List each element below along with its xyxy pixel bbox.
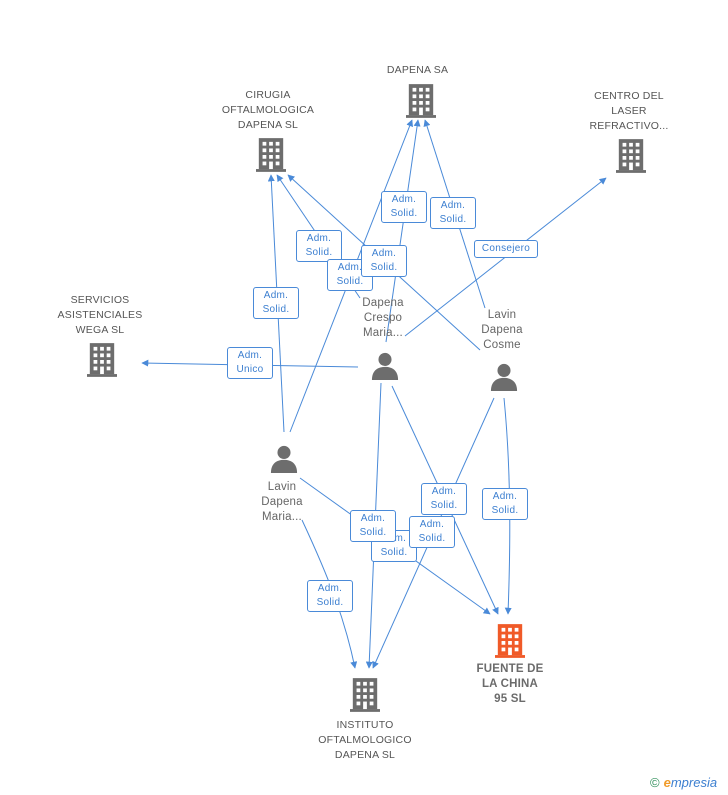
edge-label-adm-solid[interactable]: Adm.Solid.	[482, 488, 528, 520]
cirugia-building-icon[interactable]	[256, 138, 286, 172]
crespo-person-icon[interactable]	[371, 352, 399, 380]
node-lavin-maria[interactable]: Lavin Dapena Maria...	[261, 481, 303, 523]
lavinmaria-person-icon[interactable]	[270, 445, 298, 473]
edge-crespo-dapena	[385, 119, 421, 343]
node-servicios[interactable]: SERVICIOS ASISTENCIALES WEGA SL	[57, 294, 143, 336]
brand-e: e	[663, 775, 671, 790]
edge-label-adm-solid[interactable]: Adm.Solid.	[296, 230, 342, 262]
node-centro[interactable]: CENTRO DEL LASER REFRACTIVO...	[589, 90, 669, 132]
empresia-logo: ©empresia	[650, 775, 717, 790]
node-dapena-sa[interactable]: DAPENA SA	[386, 64, 449, 76]
edge-label-consejero[interactable]: Consejero	[474, 240, 538, 258]
edge-label-adm-solid[interactable]: Adm.Solid.	[361, 245, 407, 277]
edge-label-adm-solid[interactable]: Adm.Solid.	[307, 580, 353, 612]
servicios-building-icon[interactable]	[87, 343, 117, 377]
node-crespo[interactable]: Dapena Crespo Maria...	[362, 297, 404, 339]
edge-label-adm-solid[interactable]: Adm.Solid.	[430, 197, 476, 229]
node-cosme[interactable]: Lavin Dapena Cosme	[481, 309, 523, 351]
edge-label-adm-unico[interactable]: Adm.Unico	[227, 347, 273, 379]
node-instituto[interactable]: INSTITUTO OFTALMOLOGICO DAPENA SL	[318, 719, 412, 761]
edge-label-adm-solid[interactable]: Adm.Solid.	[350, 510, 396, 542]
edge-label-adm-solid[interactable]: Adm.Solid.	[381, 191, 427, 223]
edge-label-adm-solid[interactable]: Adm.Solid.	[409, 516, 455, 548]
edge-label-adm-solid[interactable]: Adm.Solid.	[253, 287, 299, 319]
fuente-building-icon[interactable]	[495, 624, 525, 658]
node-fuente[interactable]: FUENTE DE LA CHINA 95 SL	[476, 663, 544, 705]
edge-label-adm-solid[interactable]: Adm.Solid.	[421, 483, 467, 515]
instituto-building-icon[interactable]	[350, 678, 380, 712]
centro-building-icon[interactable]	[616, 139, 646, 173]
copyright-symbol: ©	[650, 775, 660, 790]
brand-rest: mpresia	[670, 775, 718, 790]
dapena-sa-building-icon[interactable]	[406, 84, 436, 118]
node-cirugia[interactable]: CIRUGIA OFTALMOLOGICA DAPENA SL	[221, 89, 315, 131]
cosme-person-icon[interactable]	[490, 363, 518, 391]
